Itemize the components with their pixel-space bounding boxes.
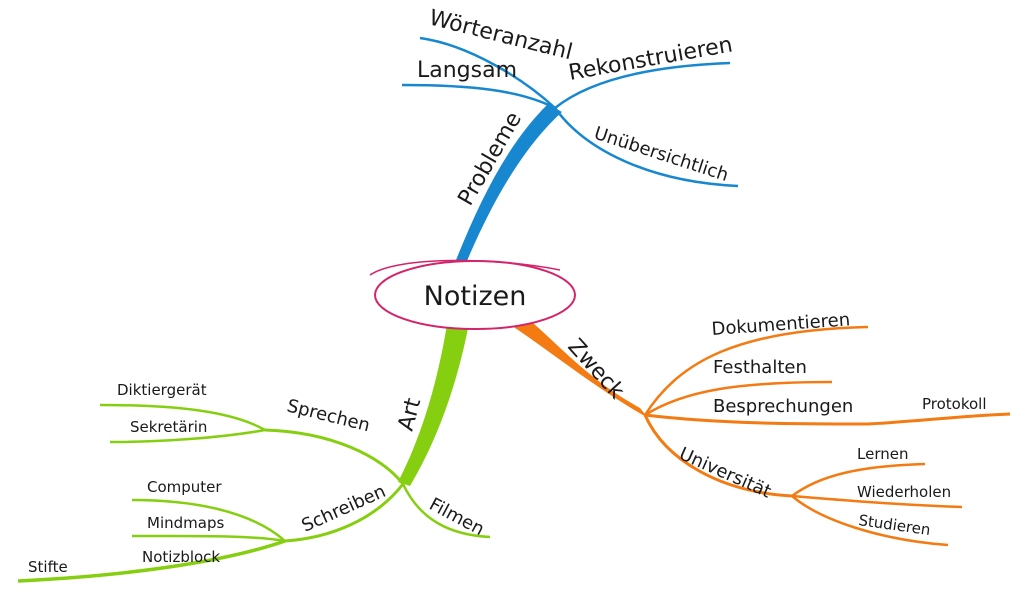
art-line-diktiergeraet: [99, 403, 266, 432]
zweck-line-lernen: [791, 462, 926, 498]
art-line-sprechen: [264, 428, 405, 485]
probleme-line-rekonstruieren: [554, 61, 731, 109]
zweck-child-wiederholen: Wiederholen: [857, 483, 951, 501]
art-line-schreiben: [284, 483, 405, 543]
probleme-trunk: [454, 104, 562, 268]
zweck-line-festhalten: [644, 380, 833, 417]
zweck-line-besprechungen: [644, 412, 1011, 426]
art-line-computer: [131, 498, 286, 542]
art-child-sprechen: Sprechen: [285, 395, 372, 436]
art-line-filmen: [401, 483, 491, 539]
art-child-filmen: Filmen: [426, 494, 488, 540]
art-line-mindmaps: [131, 534, 286, 543]
zweck-child-studieren: Studieren: [857, 511, 931, 539]
zweck-trunk: [500, 312, 648, 418]
probleme-child-langsam: Langsam: [417, 58, 517, 83]
art-child-stifte: Stifte: [28, 558, 68, 576]
art-line-notizblock: [17, 539, 286, 583]
zweck-child-besprechungen: Besprechungen: [713, 396, 853, 417]
zweck-child-universitaet: Universität: [676, 443, 774, 502]
art-trunk: [398, 318, 470, 486]
center-node: Notizen: [369, 259, 576, 330]
zweck-child-festhalten: Festhalten: [713, 357, 807, 378]
center-ring-scribble: [369, 259, 561, 276]
probleme-child-woerteranzahl: Wörteranzahl: [427, 6, 575, 66]
art-child-diktiergeraet: Diktiergerät: [117, 381, 207, 399]
zweck-line-universitaet: [643, 414, 793, 498]
branch-probleme: Probleme Wörteranzahl Langsam Rekonstrui…: [401, 6, 739, 268]
art-child-mindmaps: Mindmaps: [147, 514, 224, 532]
zweck-label: Zweck: [563, 334, 630, 404]
center-label: Notizen: [424, 281, 527, 312]
branch-art: Art Sprechen Diktiergerät Sekretärin Sch…: [17, 318, 491, 583]
branch-zweck: Zweck Dokumentieren Festhalten Besprechu…: [500, 309, 1011, 547]
art-child-sekretaerin: Sekretärin: [130, 418, 207, 436]
probleme-line-unuebersichtlich: [553, 107, 739, 188]
probleme-line-woerteranzahl: [419, 36, 556, 109]
zweck-child-protokoll: Protokoll: [922, 395, 987, 413]
art-line-sekretaerin: [109, 428, 266, 444]
art-child-notizblock: Notizblock: [142, 548, 220, 566]
art-child-computer: Computer: [147, 478, 222, 496]
probleme-child-rekonstruieren: Rekonstruieren: [567, 32, 735, 85]
zweck-line-dokumentieren: [643, 325, 869, 416]
zweck-line-wiederholen: [791, 494, 963, 509]
zweck-child-lernen: Lernen: [857, 445, 908, 463]
probleme-line-langsam: [401, 83, 556, 110]
zweck-line-studieren: [791, 495, 949, 547]
